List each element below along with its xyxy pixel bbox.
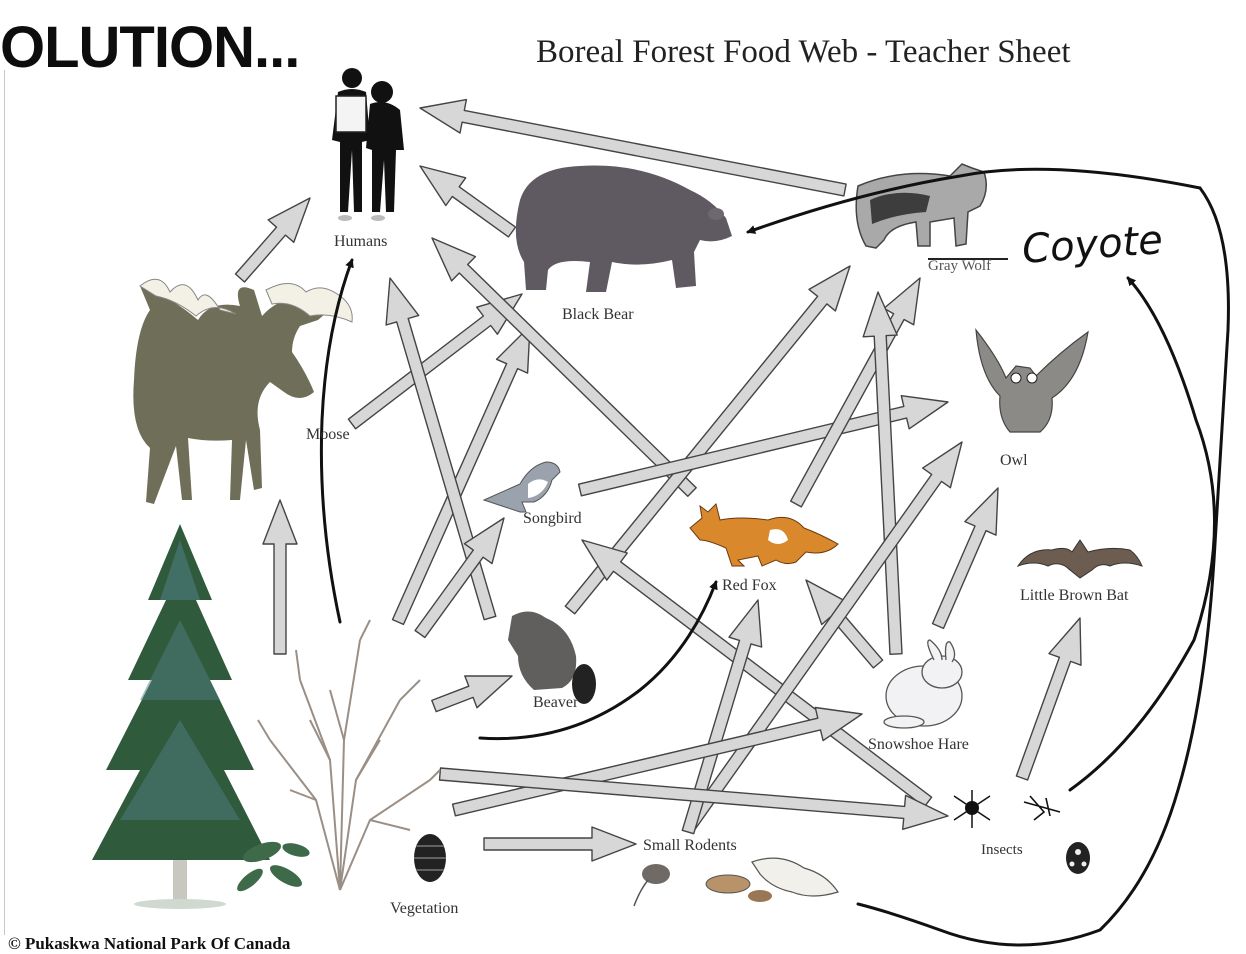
handwritten-annotations	[319, 167, 1230, 947]
gray-wolf-illustration	[855, 163, 1008, 260]
label-vegetation: Vegetation	[390, 900, 459, 917]
arrow-vegetation-to-songbird	[414, 517, 505, 639]
solution-banner: OLUTION...	[0, 15, 300, 80]
label-red-fox: Red Fox	[722, 577, 777, 594]
arrow-bear-to-humans	[419, 165, 517, 238]
label-small-rodents: Small Rodents	[643, 837, 737, 854]
label-little-brown-bat: Little Brown Bat	[1020, 587, 1129, 604]
arrow-fox-to-humans	[431, 237, 697, 497]
arrow-vegetation-to-rodents	[483, 826, 637, 862]
coyote-outer-loop	[856, 186, 1230, 947]
humans-silhouette	[332, 68, 404, 221]
insects-illustration	[953, 790, 1090, 874]
label-owl: Owl	[1000, 452, 1028, 469]
label-black-bear: Black Bear	[562, 306, 634, 323]
shrub-vegetation-illustration	[257, 619, 441, 891]
vegetation-to-humans-curve	[319, 258, 354, 624]
arrow-insects-to-songbird	[581, 539, 933, 808]
coyote-to-bear-curve	[746, 167, 1202, 234]
little-brown-bat-illustration	[1016, 539, 1143, 579]
spruce-tree-illustration	[92, 524, 270, 909]
arrow-vegetation-to-beaver	[431, 675, 513, 713]
moose-illustration	[133, 278, 353, 504]
arrow-vegetation-to-moose	[262, 499, 298, 655]
wolf-strikethrough	[928, 258, 1008, 260]
label-beaver: Beaver	[533, 694, 579, 711]
beaver-illustration	[508, 611, 596, 704]
snowshoe-hare-illustration	[883, 639, 963, 729]
label-songbird: Songbird	[523, 510, 582, 527]
arrow-rodents-to-owl	[684, 441, 963, 831]
pine-cone-illustration	[414, 834, 446, 882]
label-humans: Humans	[334, 233, 388, 250]
arrow-vegetation-to-insects	[438, 767, 949, 830]
label-gray-wolf: Gray Wolf	[928, 258, 992, 274]
handwritten-coyote-label: Coyote	[1020, 217, 1165, 273]
label-moose: Moose	[306, 426, 350, 443]
copyright-notice: © Pukaskwa National Park Of Canada	[8, 934, 291, 953]
arrow-hare-to-wolf	[862, 291, 903, 655]
leafy-plant-illustration	[237, 841, 310, 892]
label-insects: Insects	[981, 842, 1023, 858]
small-rodents-illustration	[633, 857, 839, 907]
red-fox-illustration	[689, 503, 839, 567]
arrow-hare-to-owl	[931, 487, 999, 630]
arrow-vegetation-to-humans-a	[234, 197, 311, 283]
page-title: Boreal Forest Food Web - Teacher Sheet	[536, 34, 1071, 70]
beaver-to-fox-curve	[478, 580, 718, 741]
songbird-illustration	[482, 461, 561, 513]
arrow-songbird-to-owl	[577, 395, 949, 497]
arrow-wolf-to-humans	[419, 98, 847, 197]
food-web-arrows	[234, 98, 1082, 862]
arrow-insects-to-bat	[1015, 617, 1082, 781]
label-snowshoe-hare: Snowshoe Hare	[868, 736, 969, 753]
black-bear-illustration	[515, 165, 732, 292]
owl-illustration	[975, 328, 1089, 433]
left-border-line	[4, 70, 5, 935]
arrow-vegetation-to-bear	[391, 325, 531, 626]
insects-to-coyote-curve	[1068, 276, 1216, 792]
